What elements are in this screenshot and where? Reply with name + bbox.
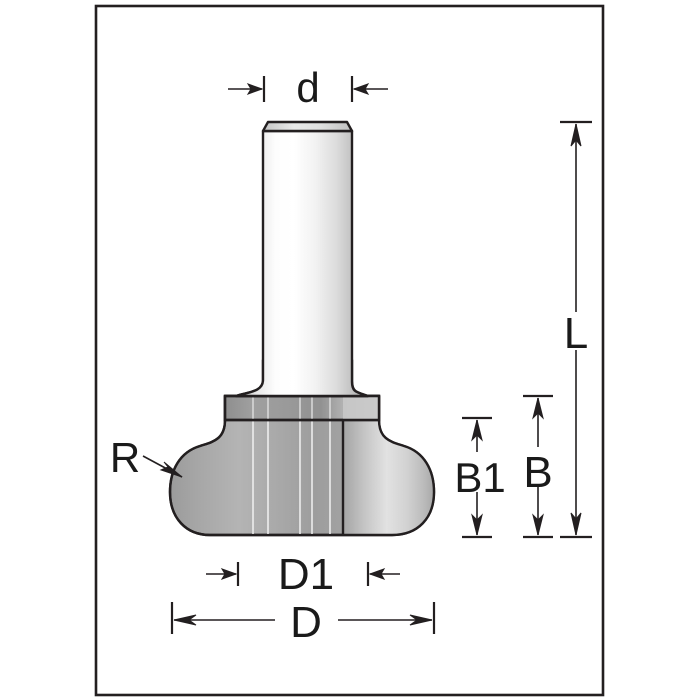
collar-lit-portion [343,396,379,420]
dimension-label-B: B [523,448,552,497]
dimension-B1: B1 [454,416,506,539]
dimension-B: B [523,394,553,539]
dimension-L: L [560,120,592,539]
dimension-label-D: D [290,598,322,647]
dimension-label-d: d [296,64,319,111]
dimension-label-B1: B1 [454,454,505,501]
shank [234,120,370,398]
cutter-body-outline-restroke [168,394,436,537]
collar-flute-lines [252,397,331,419]
dimension-d: d [228,64,388,111]
shank-barrel [234,129,370,398]
cutter-head [168,394,436,537]
shank-top-chamfer [261,120,354,133]
cutter-right-lobe-shading [343,396,434,535]
dim-R-arrowhead [159,461,183,478]
dimension-D1: D1 [206,550,400,599]
dimension-R: R [110,434,183,481]
dimension-label-D1: D1 [278,550,334,599]
dimension-label-L: L [564,309,588,358]
dimension-label-R: R [110,434,140,481]
dimension-D: D [170,598,436,647]
